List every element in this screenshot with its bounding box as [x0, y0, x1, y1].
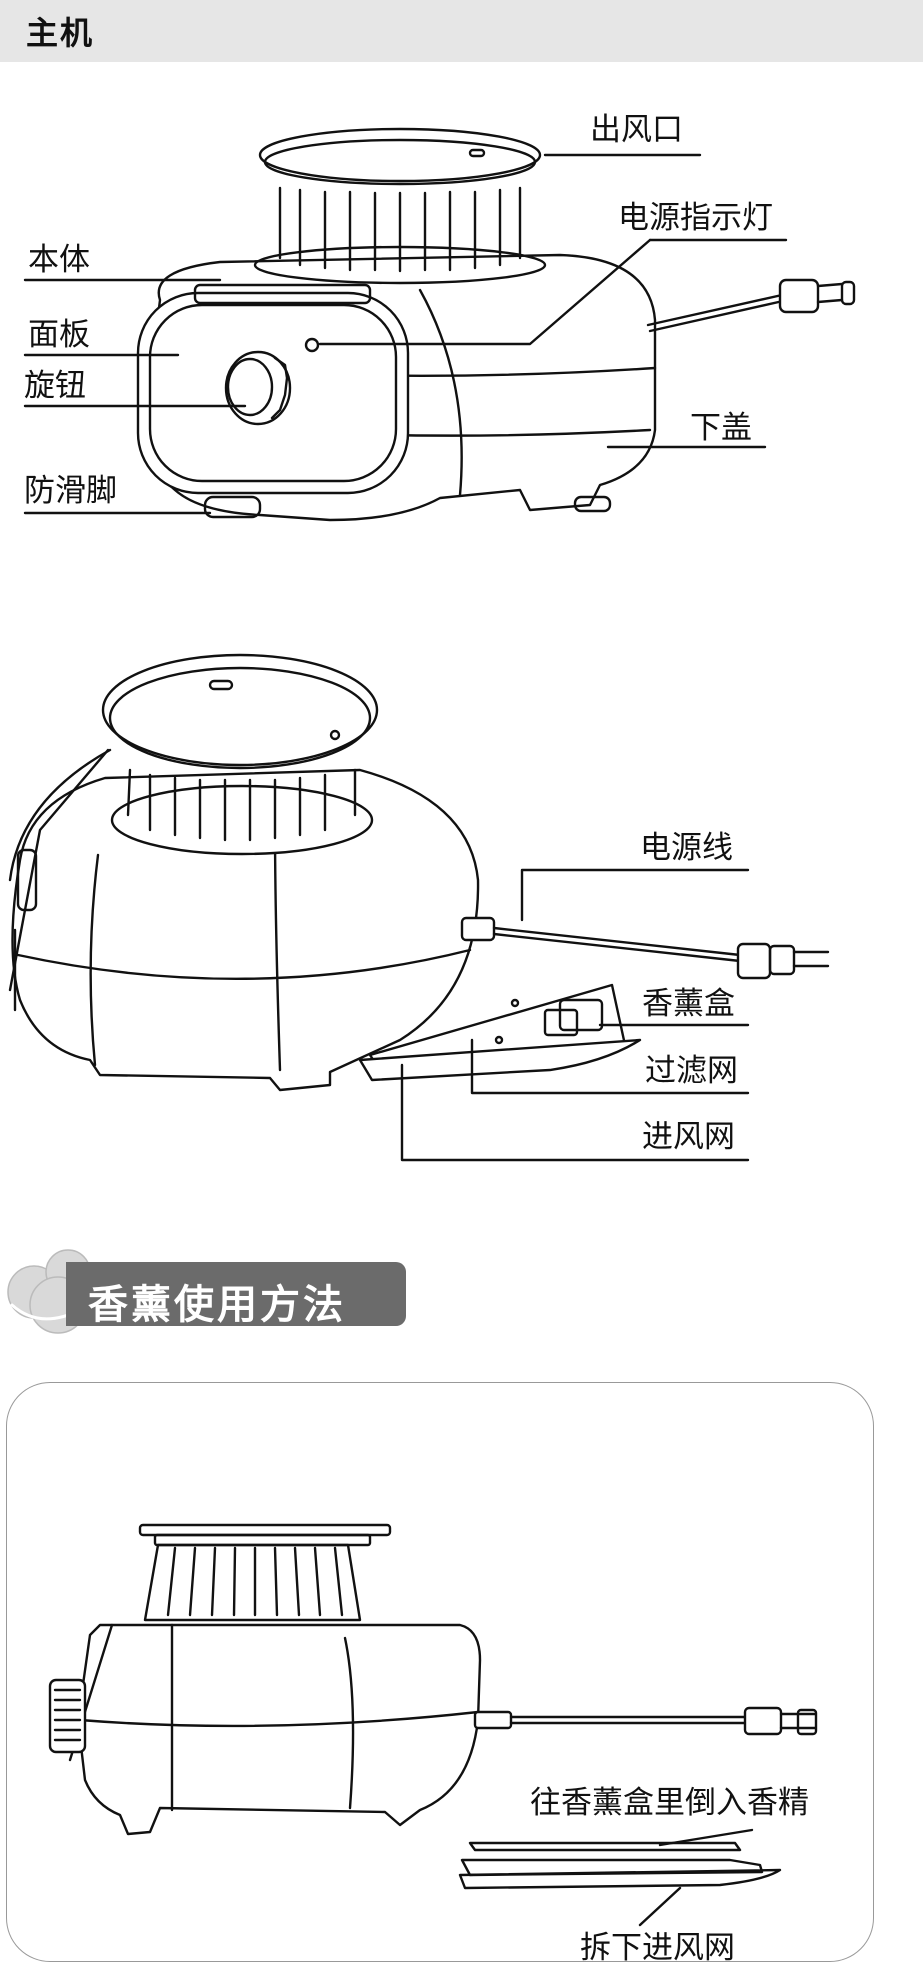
label-body: 本体	[28, 242, 90, 278]
device-side-view-drawing	[8, 653, 830, 1092]
label-filter: 过滤网	[645, 1053, 738, 1089]
label-power-indicator: 电源指示灯	[618, 200, 773, 236]
label-remove-intake-mesh: 拆下进风网	[580, 1930, 735, 1966]
label-air-outlet: 出风口	[590, 112, 683, 148]
label-power-cord: 电源线	[640, 830, 733, 866]
label-pour-essence: 往香薰盒里倒入香精	[530, 1785, 809, 1821]
header-bar	[0, 0, 923, 62]
section-banner	[66, 1262, 406, 1326]
label-lower-cover: 下盖	[690, 410, 752, 446]
label-aroma-box: 香薰盒	[642, 986, 735, 1022]
device-front-view-drawing	[136, 127, 856, 522]
page-title: 主机	[26, 14, 95, 52]
usage-panel	[6, 1382, 874, 1962]
label-panel: 面板	[28, 317, 90, 353]
label-knob: 旋钮	[24, 368, 86, 404]
section-title: 香薰使用方法	[88, 1282, 346, 1328]
label-intake-mesh: 进风网	[642, 1119, 735, 1155]
label-anti-slip-feet: 防滑脚	[24, 473, 117, 509]
aroma-usage-drawing	[48, 1523, 818, 1890]
